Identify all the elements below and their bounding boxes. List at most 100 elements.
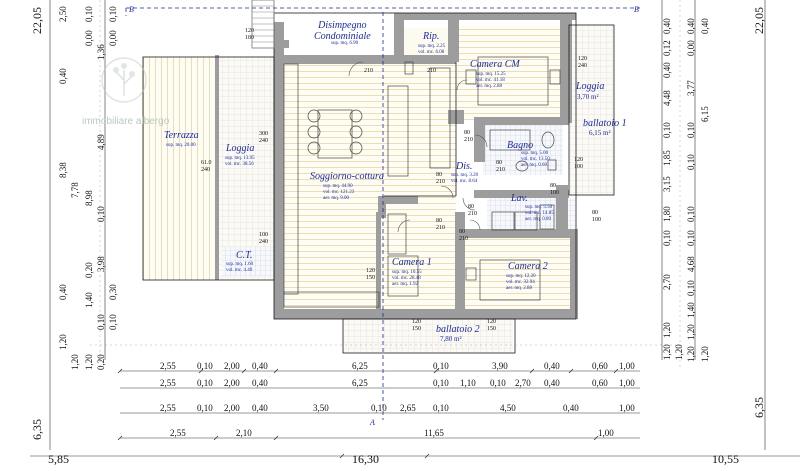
opening-size: 120 180 (245, 28, 254, 41)
dim-row3: 4,50 (500, 403, 516, 413)
dim-left-col3: 0,00 (84, 30, 94, 46)
dim-right-col2: 0,00 (686, 40, 696, 56)
dim-left-col3: 0,20 (96, 354, 106, 370)
room-camera-cm-area: sup. mq. 15.25 vol. mc. 41.18 aer. mq. 2… (476, 72, 506, 89)
dim-right-col1: 0,40 (662, 62, 672, 78)
dim-row3: 0,10 (371, 403, 387, 413)
camera1-floor (378, 212, 460, 310)
room-camera2-area: sup. mq. 12.20 vol. mc. 32.94 aer. mq. 2… (506, 274, 536, 291)
dim-right-col1: 4,48 (662, 90, 672, 106)
dim-right-col2: 0,40 (686, 18, 696, 34)
ballatoio2-floor (343, 320, 513, 353)
opening-size: 80 210 (436, 218, 445, 231)
dim-left-col2: 1,20 (58, 334, 68, 350)
dim-left-col3: 0,20 (84, 262, 94, 278)
room-terrazza-label: Terrazza (164, 130, 199, 141)
dim-right-col2: 0,10 (686, 280, 696, 296)
dim-left-col4: 0,10 (108, 6, 118, 22)
dim-row1: 0,10 (197, 361, 213, 371)
dim-row2: 1,10 (460, 378, 476, 388)
dim-total: 5,85 (48, 452, 69, 466)
room-dis-area: sup. mq. 3.20 vol. mc. 8.64 (451, 173, 479, 184)
dim-left-outer: 22,05 (30, 7, 44, 34)
opening-size: 80 210 (468, 204, 477, 217)
section-mark-b-left: B (129, 5, 134, 14)
room-ballatoio1-label: ballatoio 1 (583, 118, 627, 129)
opening-size: 210 (364, 68, 373, 74)
opening-size: 100 240 (259, 232, 268, 245)
opening-size: 120 150 (366, 268, 375, 281)
dim-left-col3: 8,98 (84, 190, 94, 206)
dim-left-col2: 0,40 (58, 68, 68, 84)
opening-size: 120 150 (487, 319, 496, 332)
room-ballatoio1-area: 6,15 m² (589, 129, 611, 137)
dim-right-col1: 1,20 (662, 344, 672, 360)
ct-floor (222, 247, 274, 277)
dim-row1: 0,60 (592, 361, 608, 371)
dim-row3: 3,50 (313, 403, 329, 413)
dim-left-col3: 4,89 (96, 134, 106, 150)
opening-size: 210 (427, 68, 436, 74)
section-mark-b-right: B (634, 5, 639, 14)
dim-left-col4: 0,10 (108, 314, 118, 330)
dim-row2: 0,60 (592, 378, 608, 388)
room-disimpegno-label: Disimpegno Condominiale (314, 20, 371, 42)
dim-row2: 0,40 (544, 378, 560, 388)
opening-size: 80 210 (496, 160, 505, 173)
guide-lines (90, 0, 681, 370)
opening-size: 80 210 (436, 172, 445, 185)
dim-row2: 0,10 (197, 378, 213, 388)
dim-row1: 1,00 (619, 361, 635, 371)
dim-row1: 0,40 (544, 361, 560, 371)
dim-row3: 2,00 (224, 403, 240, 413)
dim-right-col1: 2,70 (662, 274, 672, 290)
room-rip-label: Rip. (423, 31, 440, 42)
dim-row1: 0,10 (433, 361, 449, 371)
dim-row2: 0,40 (252, 378, 268, 388)
opening-size: 120 100 (574, 157, 583, 170)
room-camera1-label: Camera 1 (392, 257, 432, 268)
room-camera-cm-label: Camera CM (470, 59, 520, 70)
dim-total: 10,55 (712, 452, 739, 466)
dimension-lines (30, 0, 800, 457)
dim-left-col2: 1,20 (70, 354, 80, 370)
stairs (252, 5, 274, 43)
terrazza-floor (143, 57, 215, 280)
room-ct-area: sup. mq. 1.60 vol. mc. 4.40 (226, 262, 254, 273)
dim-row1: 6,25 (352, 361, 368, 371)
opening-size: 300 240 (259, 131, 268, 144)
dim-right-outer: 22,05 (752, 7, 766, 34)
dimension-ticks (117, 368, 619, 459)
dim-left-col3: 0,10 (96, 206, 106, 222)
dim-row1: 0,40 (252, 361, 268, 371)
watermark-text: immobiliare albergo (82, 116, 170, 127)
door-swings (348, 61, 488, 233)
dim-row3: 0,10 (433, 403, 449, 413)
dim-right-col1: 0,10 (662, 230, 672, 246)
dim-total: 16,30 (352, 452, 379, 466)
room-soggiorno-area: sup. mq. 44.90 vol. mc. 121.23 aer. mq. … (323, 184, 355, 201)
dim-row2: 6,25 (352, 378, 368, 388)
room-camera1-area: sup. mq. 10.55 vol. mc. 28.48 aer. mq. 1… (392, 270, 422, 287)
dim-row3: 1,00 (619, 403, 635, 413)
room-loggia-right-area: 3,70 m² (577, 93, 599, 101)
dim-right-col3: 1,20 (700, 346, 710, 362)
opening-size: 120 150 (412, 319, 421, 332)
dim-left-col3: 1,40 (84, 292, 94, 308)
opening-size: 80 210 (459, 229, 468, 242)
opening-size: 61.0 240 (201, 160, 212, 173)
dim-left-col3: 0,10 (84, 6, 94, 22)
dim-right-outer-bottom: 6,35 (752, 397, 766, 418)
dim-right-col2: 1,20 (686, 346, 696, 362)
dim-right-col1: 1,80 (662, 206, 672, 222)
room-disimpegno-area: sup. mq. 6.90 (331, 41, 359, 46)
room-ct-label: C.T. (236, 250, 253, 261)
furniture (283, 56, 561, 308)
room-rip-area: sup. mq. 2.25 vol. mc. 6.08 (418, 44, 446, 55)
dim-left-col3: 1,20 (84, 354, 94, 370)
room-ballatoio2-label: ballatoio 2 (436, 324, 480, 335)
room-lav-area: sup. mq. 5.50 vol. mc. 14.85 aer. mq. 0.… (525, 205, 554, 222)
dim-row2: 2,55 (160, 378, 176, 388)
dim-right-col1: 1,20 (662, 322, 672, 338)
